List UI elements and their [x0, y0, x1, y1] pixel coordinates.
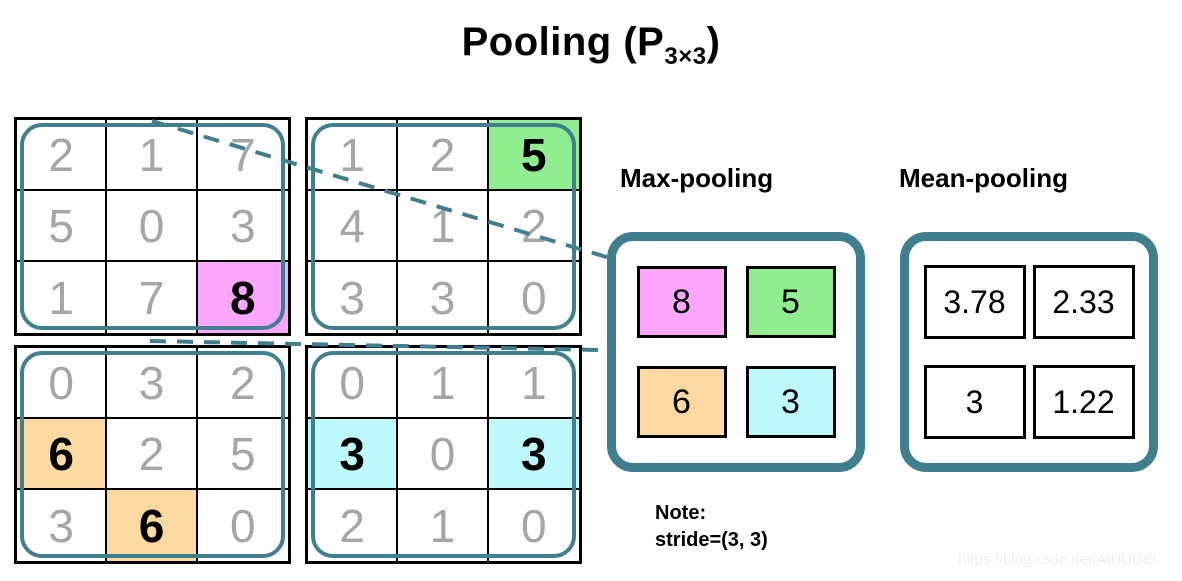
grid-cell: 3: [107, 348, 198, 419]
page-title: Pooling (P3×3): [0, 20, 1182, 71]
grid-cell-highlighted-max: 6: [107, 490, 198, 561]
grid-cells: 1 2 5 4 1 2 3 3 0: [308, 120, 579, 333]
grid-cell: 0: [308, 348, 399, 419]
input-grid-bottom-right[interactable]: 0 1 1 3 0 3 2 1 0: [305, 345, 582, 564]
max-pooling-cell: 8: [636, 266, 727, 338]
page-title-subscript: 3×3: [664, 43, 707, 70]
grid-cell: 2: [107, 419, 198, 490]
max-pooling-cell: 3: [745, 366, 836, 438]
mean-pooling-cell: 3: [923, 365, 1026, 439]
max-pooling-output-box[interactable]: 8 5 6 3: [607, 232, 865, 472]
grid-cell: 0: [521, 499, 547, 552]
note-stride-text: stride=(3, 3): [655, 529, 768, 551]
grid-cell: 2: [308, 490, 399, 561]
mean-pooling-cell: 1.22: [1032, 365, 1135, 439]
grid-cell: 0: [230, 499, 256, 552]
grid-cell-highlighted-max: 3: [488, 419, 579, 490]
grid-cell: 1: [398, 348, 489, 419]
grid-cell-highlighted-max: 3: [308, 419, 399, 490]
grid-cell-highlighted-max: 5: [488, 120, 579, 191]
grid-cell: 2: [197, 348, 288, 419]
note-block: Note: stride=(3, 3): [655, 500, 768, 554]
grid-cell: 3: [197, 191, 288, 262]
grid-cell: 0: [398, 419, 489, 490]
input-grid-top-left[interactable]: 2 1 7 5 0 3 1 7 8: [14, 117, 291, 336]
grid-cell: 0: [521, 271, 547, 324]
grid-cell-highlighted-max: 6: [17, 419, 108, 490]
grid-cells: 2 1 7 5 0 3 1 7 8: [17, 120, 288, 333]
page-title-close: ): [706, 20, 721, 64]
grid-cell: 1: [398, 191, 489, 262]
grid-cell: 7: [197, 120, 288, 191]
grid-cell: 2: [488, 191, 579, 262]
grid-cells: 0 3 2 6 2 5 3 6 0: [17, 348, 288, 561]
grid-cell: 7: [107, 262, 198, 333]
grid-cell: 0: [17, 348, 108, 419]
input-grid-top-right[interactable]: 1 2 5 4 1 2 3 3 0: [305, 117, 582, 336]
grid-cell: 2: [17, 120, 108, 191]
grid-cell: 3: [308, 262, 399, 333]
input-grid-bottom-left[interactable]: 0 3 2 6 2 5 3 6 0: [14, 345, 291, 564]
grid-cell: 1: [398, 490, 489, 561]
grid-cell: 4: [308, 191, 399, 262]
grid-cell: 3: [398, 262, 489, 333]
grid-cells: 0 1 1 3 0 3 2 1 0: [308, 348, 579, 561]
mean-pooling-cells: 3.78 2.33 3 1.22: [909, 241, 1149, 463]
grid-cell-highlighted-max: 8: [197, 262, 288, 333]
page-title-main: Pooling (P: [461, 20, 665, 64]
grid-cell: 5: [17, 191, 108, 262]
max-pooling-cell: 6: [636, 366, 727, 438]
max-pooling-cells: 8 5 6 3: [616, 241, 856, 463]
watermark: https://blog.csdn.net/AIHUBEI: [958, 551, 1157, 568]
grid-cell: 0: [107, 191, 198, 262]
mean-pooling-cell: 3.78: [923, 265, 1026, 339]
grid-cell: 1: [17, 262, 108, 333]
grid-cell: 1: [488, 348, 579, 419]
mean-pooling-output-box[interactable]: 3.78 2.33 3 1.22: [900, 232, 1158, 472]
grid-cell: 1: [107, 120, 198, 191]
note-label: Note:: [655, 502, 707, 524]
grid-cell: 5: [197, 419, 288, 490]
max-pooling-heading: Max-pooling: [620, 163, 774, 193]
grid-cell: 2: [398, 120, 489, 191]
mean-pooling-heading: Mean-pooling: [899, 163, 1068, 193]
grid-cell: 1: [308, 120, 399, 191]
grid-cell: 3: [17, 490, 108, 561]
mean-pooling-cell: 2.33: [1032, 265, 1135, 339]
max-pooling-cell: 5: [745, 266, 836, 338]
